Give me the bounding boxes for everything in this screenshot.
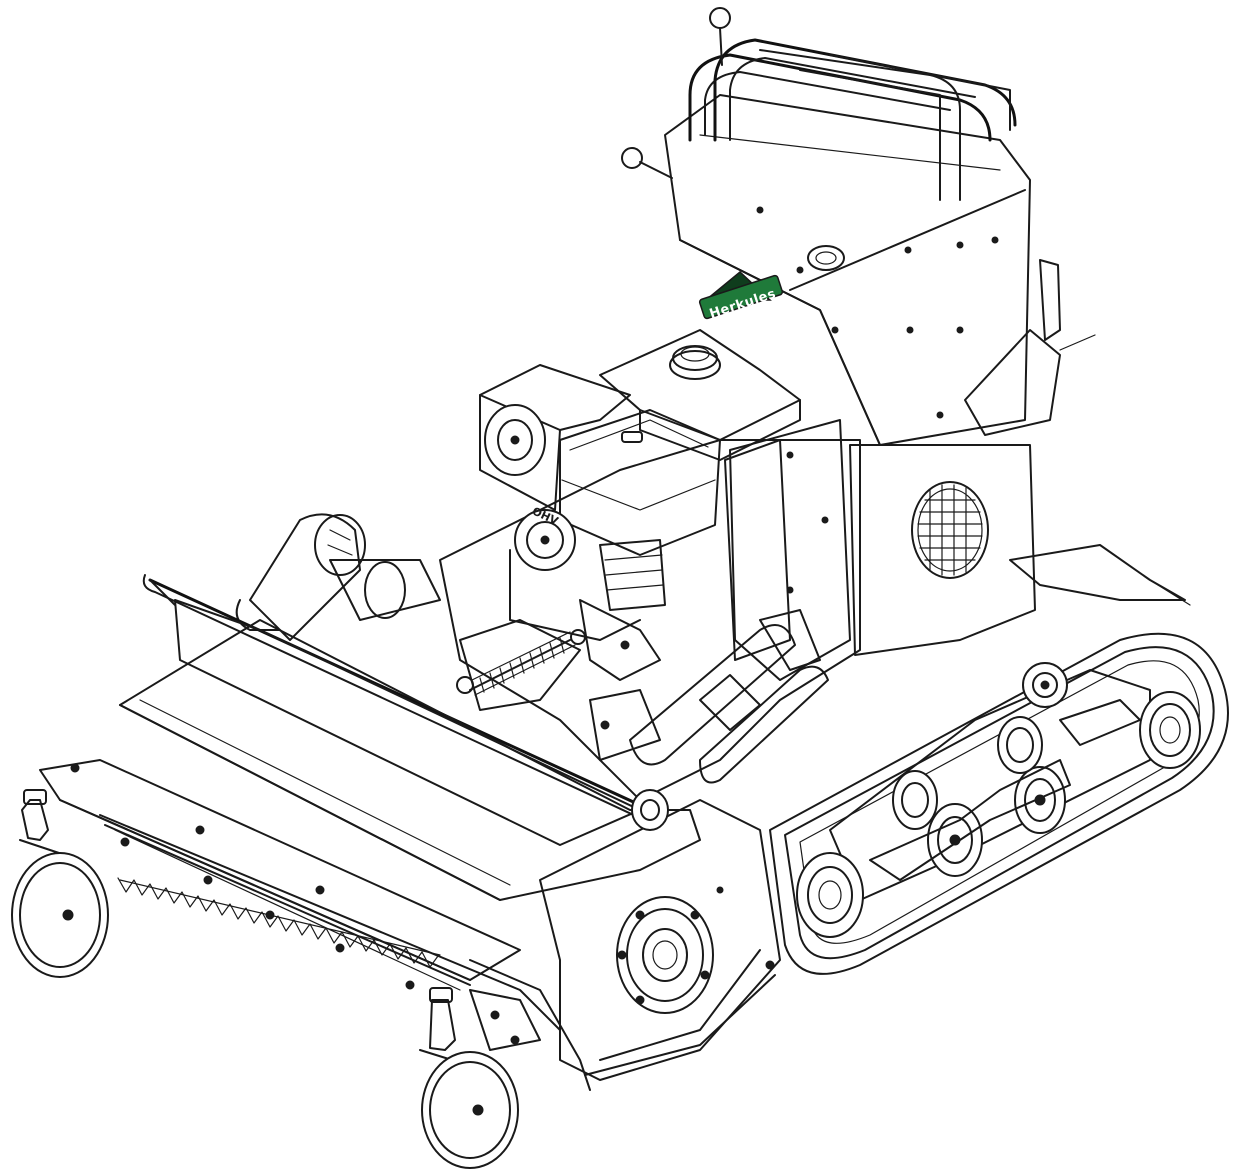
track-rear-wheel — [1139, 691, 1201, 769]
control-lever-knobs — [621, 7, 731, 179]
mower-deck — [39, 574, 781, 1091]
track-sprocket — [1022, 662, 1068, 708]
drive-drum — [235, 513, 441, 641]
chassis — [439, 419, 1036, 801]
engine: OHV — [479, 329, 801, 661]
recoil-starter — [484, 404, 546, 476]
caster-wheel-left — [11, 789, 109, 978]
fuel-cap — [669, 345, 721, 380]
track-assembly — [769, 544, 1229, 975]
comb-teeth — [117, 877, 439, 968]
engine-badge: OHV — [514, 505, 576, 571]
caster-wheel-right — [419, 987, 519, 1169]
brand-logo: Herkules — [698, 271, 784, 322]
hydraulic-cylinders — [629, 609, 829, 784]
track-front-wheel — [796, 852, 864, 938]
handle-bars — [688, 38, 1017, 201]
rotor-bearing-hub — [616, 896, 714, 1014]
cooling-grille — [911, 481, 989, 579]
track-road-wheels — [892, 716, 1066, 877]
control-tower — [621, 7, 1096, 446]
spring-linkage — [456, 599, 661, 761]
